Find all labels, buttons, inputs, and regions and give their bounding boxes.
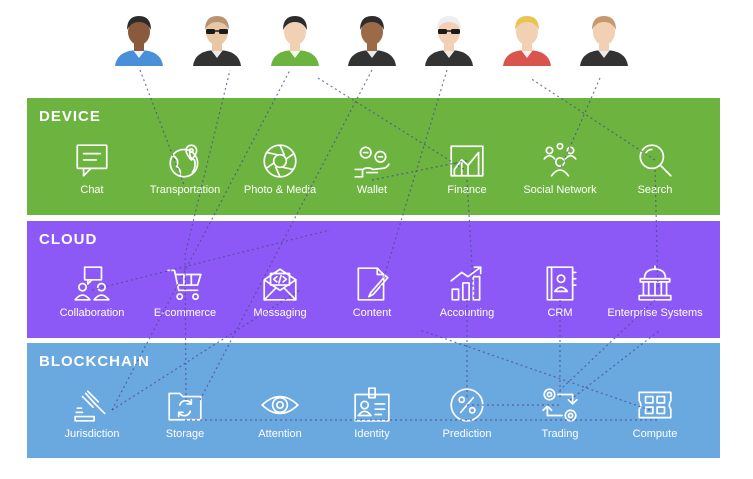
envelope-code-icon	[263, 268, 297, 301]
device-item-label: Social Network	[523, 184, 597, 196]
exchange-icon	[542, 388, 578, 422]
blockchain-item-jurisdiction: Jurisdiction	[42, 385, 142, 440]
device-item-label: Chat	[80, 184, 104, 196]
cloud-item-label: Content	[352, 307, 392, 319]
collaboration-icon	[74, 266, 110, 301]
user-5-avatar-icon	[425, 16, 473, 66]
chip-grid-icon	[638, 391, 672, 419]
device-item-transportation: Transportation	[135, 141, 235, 196]
cloud-item-content: Content	[322, 264, 422, 319]
device-item-chat: Chat	[42, 141, 142, 196]
cloud-item-crm: CRM	[510, 264, 610, 319]
device-item-label: Finance	[447, 184, 487, 196]
blockchain-item-identity: Identity	[322, 385, 422, 440]
percent-circle-icon	[450, 388, 484, 422]
cloud-item-enterprise-systems: Enterprise Systems	[605, 264, 705, 319]
user-4-avatar-icon	[348, 16, 396, 66]
user-3-avatar-icon	[271, 16, 319, 66]
cloud-item-accounting: Accounting	[417, 264, 517, 319]
blockchain-item-label: Prediction	[442, 428, 492, 440]
id-badge-icon	[354, 387, 390, 422]
cloud-item-collaboration: Collaboration	[42, 264, 142, 319]
camera-aperture-icon	[263, 144, 297, 178]
contact-book-icon	[546, 266, 577, 301]
device-item-label: Search	[637, 184, 673, 196]
blockchain-item-prediction: Prediction	[417, 385, 517, 440]
user-6-avatar-icon	[503, 16, 551, 66]
cloud-item-e-commerce: E-commerce	[135, 264, 235, 319]
hand-coins-icon	[354, 146, 390, 178]
blockchain-item-storage: Storage	[135, 385, 235, 440]
chat-icon	[76, 144, 108, 177]
shopping-cart-icon	[167, 269, 202, 301]
device-item-label: Wallet	[356, 184, 388, 196]
device-item-label: Photo & Media	[243, 184, 317, 196]
globe-pin-icon	[169, 144, 199, 178]
blockchain-item-label: Jurisdiction	[64, 428, 120, 440]
line-chart-icon	[450, 145, 484, 177]
cloud-layer-title: CLOUD	[39, 231, 98, 248]
blockchain-item-label: Attention	[258, 428, 302, 440]
folder-sync-icon	[168, 392, 202, 421]
eye-icon	[261, 395, 299, 415]
device-item-finance: Finance	[417, 141, 517, 196]
gavel-icon	[74, 390, 106, 422]
user-7-avatar-icon	[580, 16, 628, 66]
blockchain-layer-title: BLOCKCHAIN	[39, 353, 150, 370]
cloud-item-label: Accounting	[439, 307, 495, 319]
magnifier-icon	[639, 144, 672, 177]
cloud-item-messaging: Messaging	[230, 264, 330, 319]
cloud-item-label: CRM	[547, 307, 573, 319]
government-building-icon	[638, 265, 672, 301]
device-layer-title: DEVICE	[39, 108, 101, 125]
blockchain-item-label: Storage	[165, 428, 205, 440]
blockchain-item-label: Trading	[541, 428, 579, 440]
device-item-wallet: Wallet	[322, 141, 422, 196]
cloud-item-label: E-commerce	[153, 307, 217, 319]
device-item-label: Transportation	[149, 184, 221, 196]
document-pen-icon	[357, 267, 389, 301]
bar-chart-icon	[450, 266, 482, 301]
device-item-social-network: Social Network	[510, 141, 610, 196]
cloud-item-label: Enterprise Systems	[607, 307, 703, 319]
blockchain-item-trading: Trading	[510, 385, 610, 440]
cloud-item-label: Messaging	[253, 307, 307, 319]
user-2-avatar-icon	[193, 16, 241, 66]
user-1-avatar-icon	[115, 16, 163, 66]
device-item-search: Search	[605, 141, 705, 196]
device-item-photo-media: Photo & Media	[230, 141, 330, 196]
blockchain-item-attention: Attention	[230, 385, 330, 440]
blockchain-item-compute: Compute	[605, 385, 705, 440]
blockchain-item-label: Compute	[632, 428, 678, 440]
cloud-item-label: Collaboration	[59, 307, 125, 319]
people-network-icon	[543, 142, 577, 177]
blockchain-item-label: Identity	[354, 428, 390, 440]
